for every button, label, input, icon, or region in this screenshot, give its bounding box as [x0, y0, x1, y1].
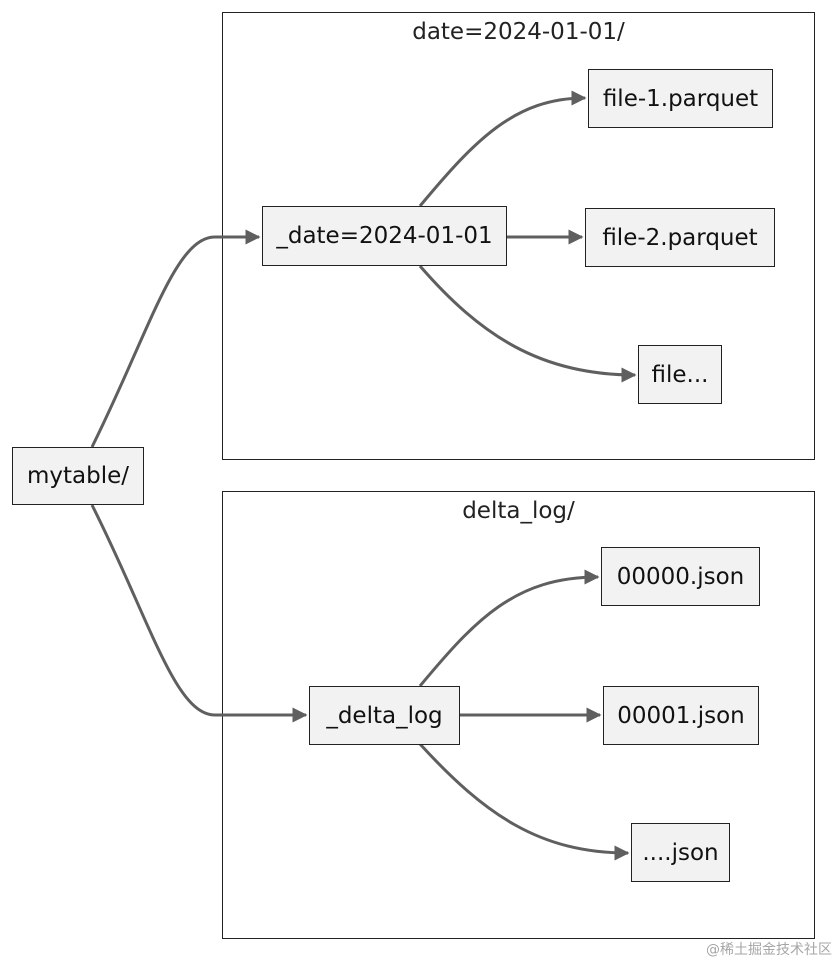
watermark: @稀土掘金技术社区 [706, 942, 832, 958]
cluster-delta-log-label: delta_log/ [462, 498, 575, 524]
edge-date-to-file1 [418, 90, 587, 207]
node-date-dir: _date=2024-01-01 [262, 206, 507, 266]
node-00001-json: 00001.json [603, 686, 759, 745]
edge-delta-to-json0 [418, 569, 600, 687]
node-file-more: file... [638, 345, 722, 404]
node-file-2-parquet: file-2.parquet [585, 208, 775, 267]
node-00000-json: 00000.json [601, 547, 760, 606]
node-delta-log-dir: _delta_log [309, 686, 460, 745]
node-json-more: ....json [631, 823, 730, 882]
node-mytable: mytable/ [12, 447, 144, 505]
edge-root-to-delta [90, 504, 308, 723]
node-file-1-parquet: file-1.parquet [588, 69, 773, 128]
cluster-date-label: date=2024-01-01/ [412, 19, 625, 45]
edge-date-to-file-more [418, 265, 637, 383]
edge-root-to-date [90, 229, 261, 448]
edge-delta-to-json-more [418, 742, 630, 861]
